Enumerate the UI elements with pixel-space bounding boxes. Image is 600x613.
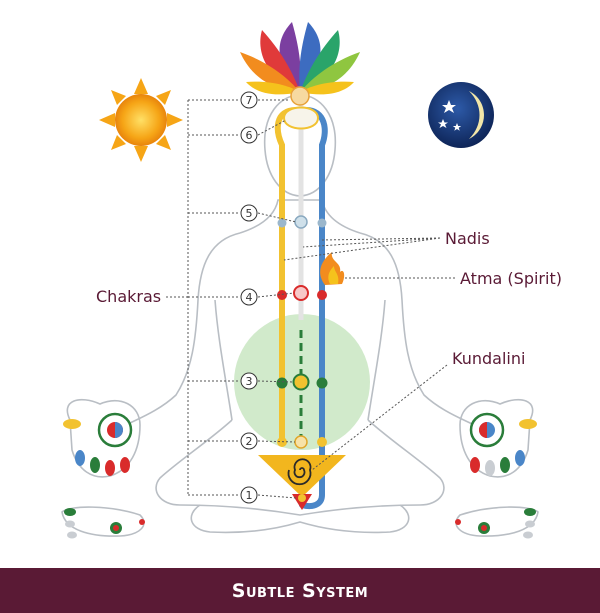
label-chakras: Chakras: [96, 287, 161, 306]
chakra-leader-lines: [166, 99, 297, 499]
flame-icon: [320, 252, 345, 285]
kundalini-spiral-icon: [287, 458, 312, 486]
right-hand-markers: [469, 412, 537, 476]
sun-icon: [99, 78, 183, 162]
left-foot-markers: [64, 508, 145, 539]
label-nadis: Nadis: [445, 229, 490, 248]
lotus-icon: [240, 22, 360, 106]
body-outline: [61, 94, 539, 537]
chakra-points: [276, 215, 328, 449]
left-hand-markers: [63, 412, 133, 476]
label-atma: Atma (Spirit): [460, 269, 562, 288]
footer-banner: Subtle System: [0, 568, 600, 613]
right-foot-markers: [455, 508, 536, 539]
label-kundalini: Kundalini: [452, 349, 525, 368]
chakra-number-1: 1: [246, 489, 253, 502]
nadis-leader-lines: [283, 237, 441, 261]
footer-title: Subtle System: [231, 579, 369, 602]
right-channel: [299, 107, 328, 510]
agnya-chakra: [282, 106, 320, 130]
chakra-number-7: 7: [246, 94, 253, 107]
chakra-number-3: 3: [246, 375, 253, 388]
kundalini-leader-line: [311, 364, 448, 471]
chakra-number-4: 4: [246, 291, 253, 304]
chakra-number-5: 5: [246, 207, 253, 220]
chakra-number-markers: 7 6 5 4 3 2 1: [240, 91, 258, 504]
chakra-number-6: 6: [246, 129, 253, 142]
chakra-number-2: 2: [246, 435, 253, 448]
moon-stars-icon: [428, 82, 494, 148]
